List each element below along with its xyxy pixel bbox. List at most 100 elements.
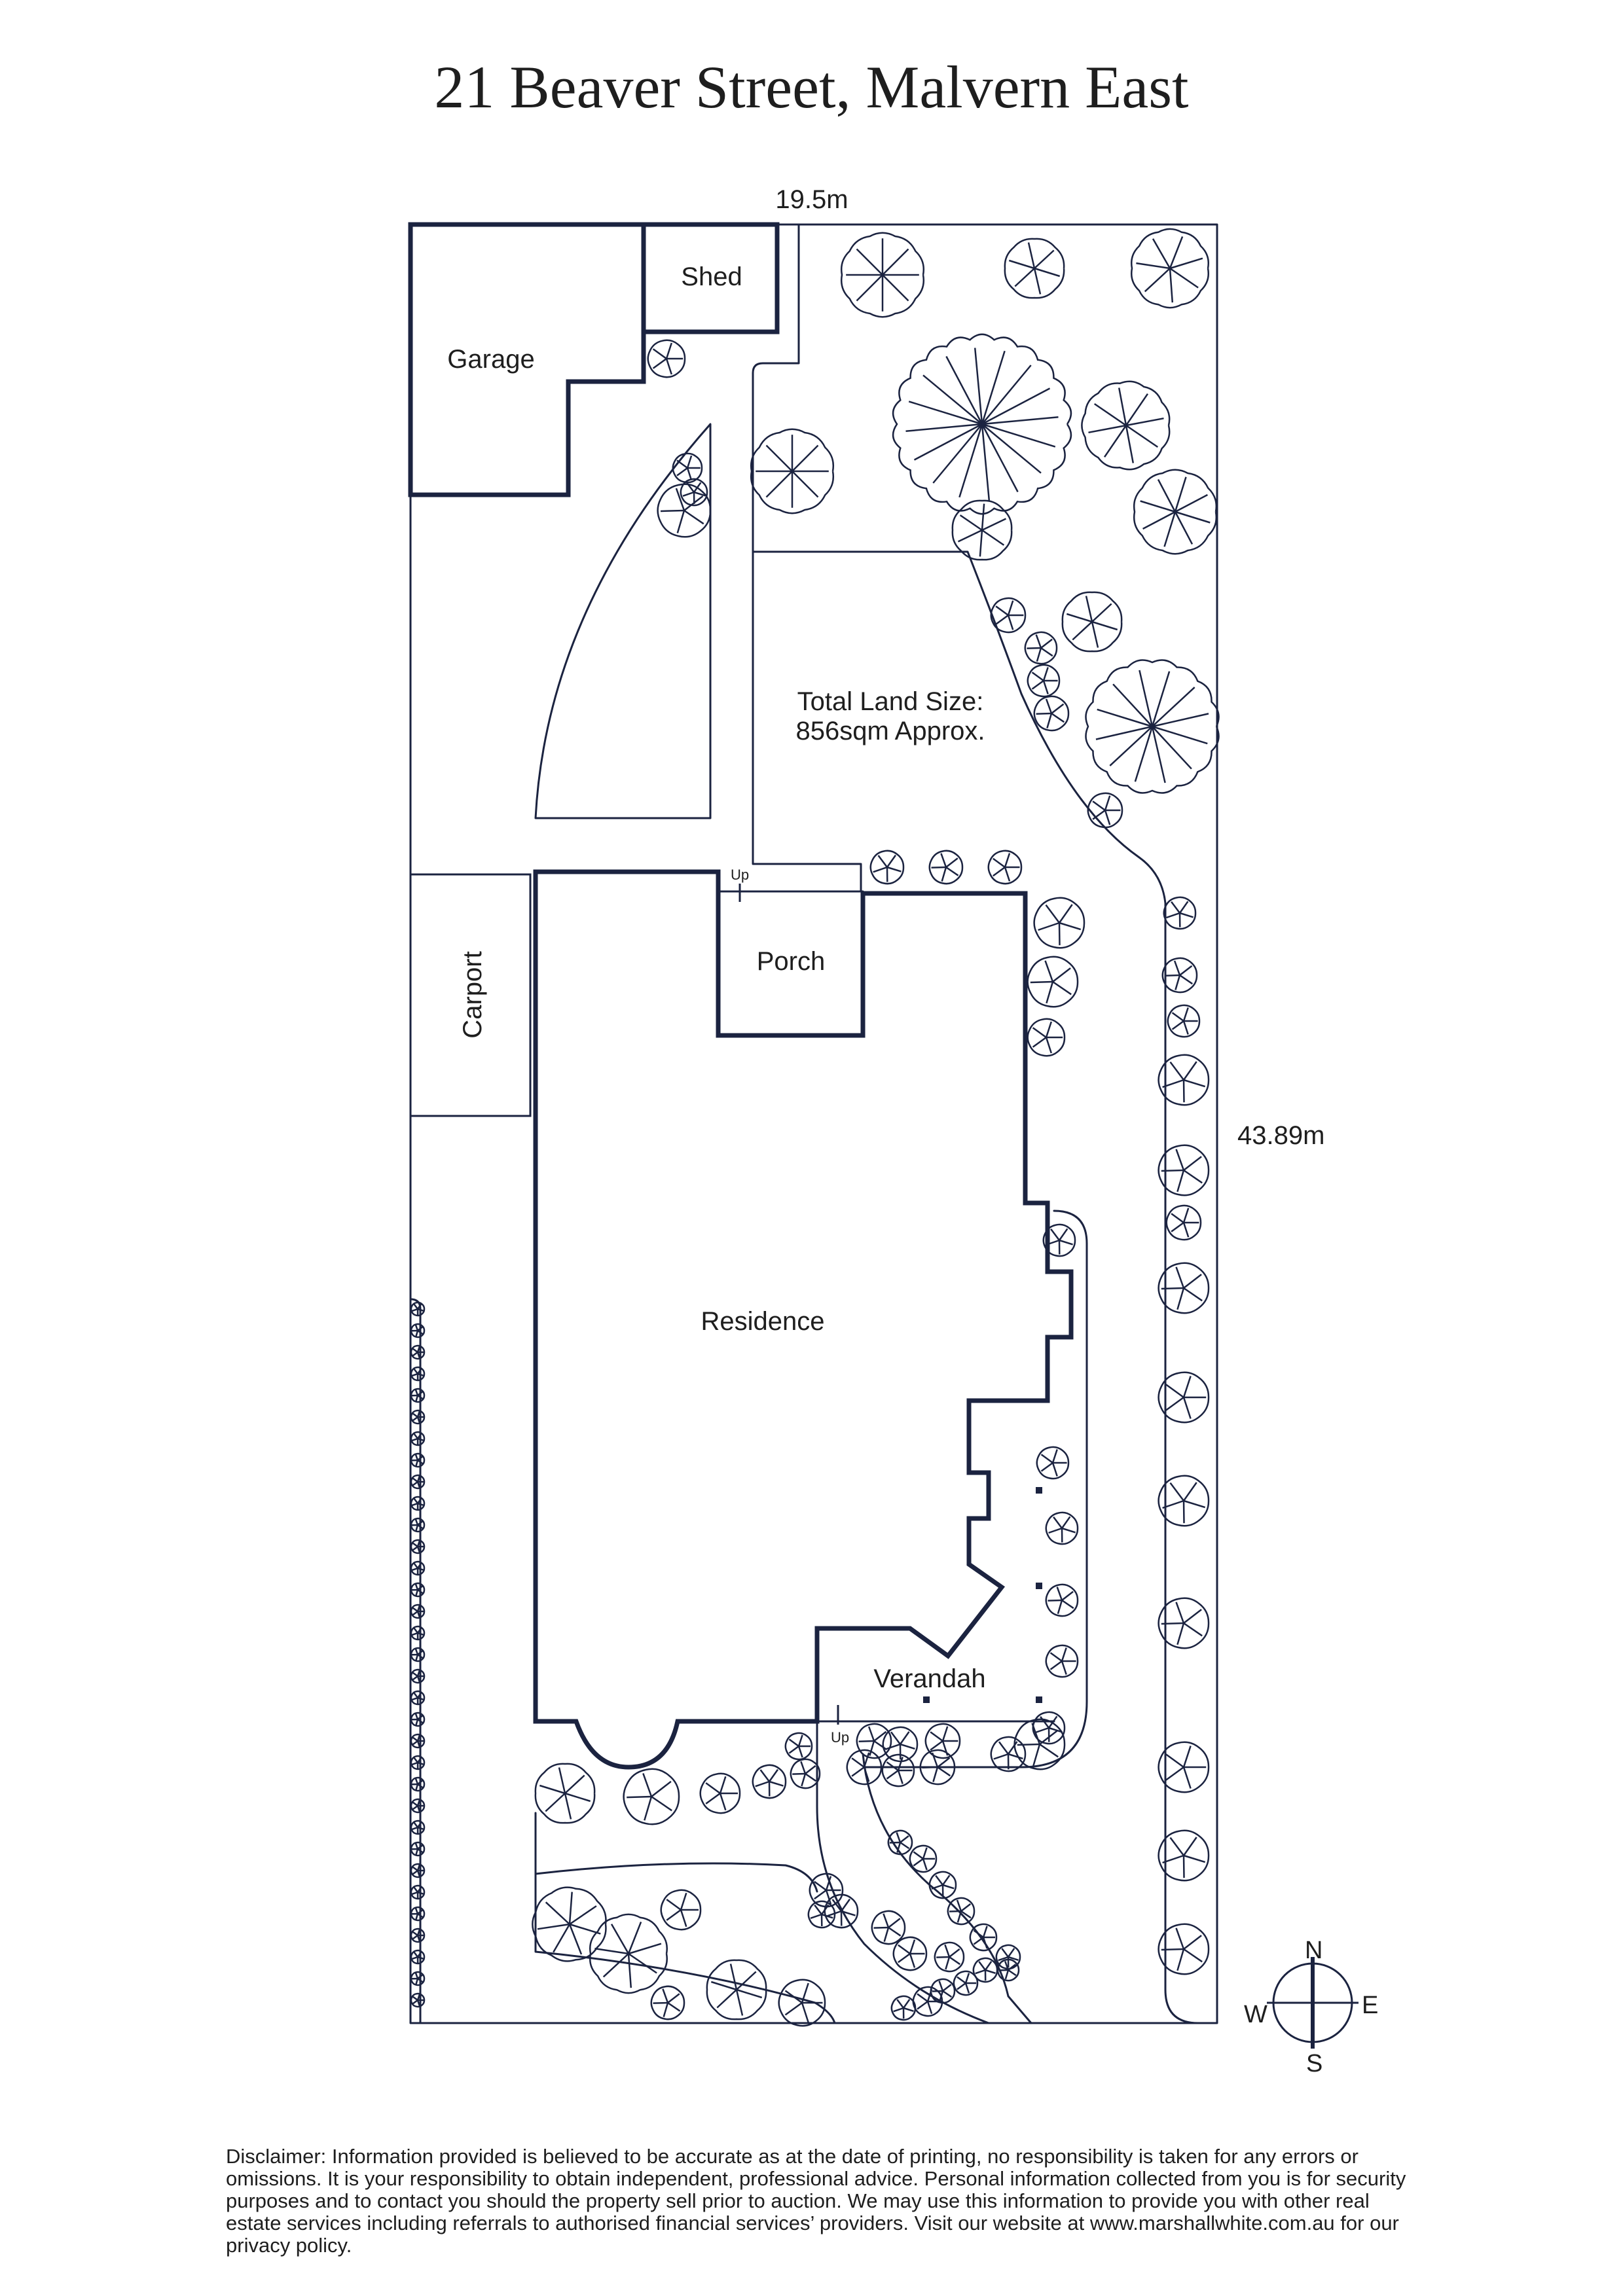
tree-icon (650, 1985, 685, 2020)
tree-icon (790, 1758, 821, 1789)
tree-icon (972, 1957, 998, 1983)
tree-icon (699, 1772, 741, 1814)
page-title: 21 Beaver Street, Malvern East (434, 54, 1189, 120)
tree-icon (1042, 1223, 1076, 1257)
tree-icon (1045, 1644, 1079, 1678)
tree-icon (410, 1582, 426, 1598)
tree-icon (410, 1992, 426, 2008)
tree-icon (680, 478, 708, 507)
tree-icon (589, 1913, 668, 1994)
tree-icon (924, 1723, 961, 1759)
tree-icon (1158, 1054, 1210, 1106)
tree-icon (951, 499, 1013, 561)
tree-icon (410, 1755, 426, 1770)
entry-path-right (862, 1753, 1032, 2024)
shed-outline (641, 222, 780, 334)
tree-icon (410, 1820, 426, 1835)
front-garden-edge (534, 1873, 836, 2024)
tree-icon (1004, 238, 1065, 299)
tree-icon (919, 1749, 956, 1785)
tree-icon (752, 1764, 787, 1799)
tree-icon (840, 232, 925, 318)
tree-icon (909, 1844, 938, 1873)
tree-icon (990, 1736, 1027, 1772)
tree-icon (882, 1726, 919, 1763)
label-porch: Porch (757, 947, 826, 976)
side-path (752, 223, 862, 893)
tree-icon (672, 452, 703, 484)
label-residence: Residence (701, 1307, 824, 1336)
tree-icon (1061, 591, 1123, 653)
tree-icon (1158, 1144, 1210, 1196)
label-up-porch: Up (731, 867, 749, 883)
tree-icon (1158, 1923, 1210, 1975)
tree-icon (1158, 1829, 1210, 1882)
tree-icon (987, 850, 1023, 885)
tree-icon (778, 1979, 826, 2027)
tree-icon (1163, 896, 1197, 930)
tree-icon (410, 1776, 426, 1792)
tree-icon (410, 1366, 426, 1382)
label-shed: Shed (681, 262, 742, 291)
tree-icon (928, 850, 964, 885)
label-carport: Carport (458, 951, 487, 1038)
tree-icon (871, 1910, 906, 1945)
tree-icon (930, 1978, 956, 2004)
tree-icon (410, 1452, 426, 1468)
tree-icon (1161, 957, 1198, 994)
side-planter (863, 1210, 1088, 1768)
tree-icon (996, 1958, 1020, 1982)
tree-icon (410, 1841, 426, 1857)
tree-icon (706, 1959, 767, 2020)
compass-w: W (1244, 2001, 1267, 2028)
label-verandah: Verandah (873, 1664, 985, 1693)
tree-icon (1027, 1018, 1066, 1057)
tree-icon (990, 597, 1027, 634)
tree-icon (657, 483, 712, 538)
label-depth: 43.89m (1237, 1121, 1324, 1150)
tree-icon (410, 1906, 426, 1922)
tree-icon (410, 1409, 426, 1425)
tree-icon (1167, 1004, 1201, 1038)
tree-icon (410, 1301, 426, 1317)
tree-icon (1133, 469, 1218, 555)
tree-icon (410, 1323, 426, 1338)
label-garage: Garage (447, 345, 534, 374)
compass-e: E (1362, 1992, 1378, 2019)
tree-icon (1036, 1446, 1070, 1480)
label-land-size-1: Total Land Size: (797, 687, 984, 716)
tree-icon (807, 1900, 836, 1929)
tree-icon (892, 1936, 928, 1971)
tree-icon (934, 1941, 965, 1973)
tree-icon (846, 1749, 883, 1785)
tree-icon (660, 1889, 702, 1931)
tree-icon (1045, 1583, 1079, 1617)
residence-outline (533, 869, 1074, 1770)
tree-icon (1085, 659, 1220, 794)
tree-icon (824, 1893, 859, 1929)
tree-icon (410, 1690, 426, 1706)
tree-icon (410, 1733, 426, 1749)
label-width: 19.5m (775, 185, 848, 214)
tree-icon (647, 339, 686, 378)
tree-icon (410, 1928, 426, 1943)
tree-icon (1165, 1204, 1202, 1241)
tree-icon (928, 1871, 957, 1899)
front-garden-island (534, 1812, 818, 1893)
tree-icon (1158, 1741, 1210, 1793)
tree-icon (410, 1388, 426, 1403)
lawn-edge (752, 550, 1199, 2024)
tree-icon (410, 1560, 426, 1576)
tree-icon (410, 1474, 426, 1490)
tree-icon (532, 1886, 607, 1962)
compass-s: S (1306, 2050, 1322, 2077)
tree-icon (1158, 1262, 1210, 1314)
tree-icon (410, 1949, 426, 1965)
tree-icon (1045, 1511, 1079, 1545)
tree-icon (410, 1668, 426, 1684)
tree-icon (1033, 897, 1085, 949)
tree-icon (869, 850, 905, 885)
tree-icon (410, 1517, 426, 1533)
tree-icon (750, 428, 835, 514)
tree-icon (410, 1863, 426, 1878)
